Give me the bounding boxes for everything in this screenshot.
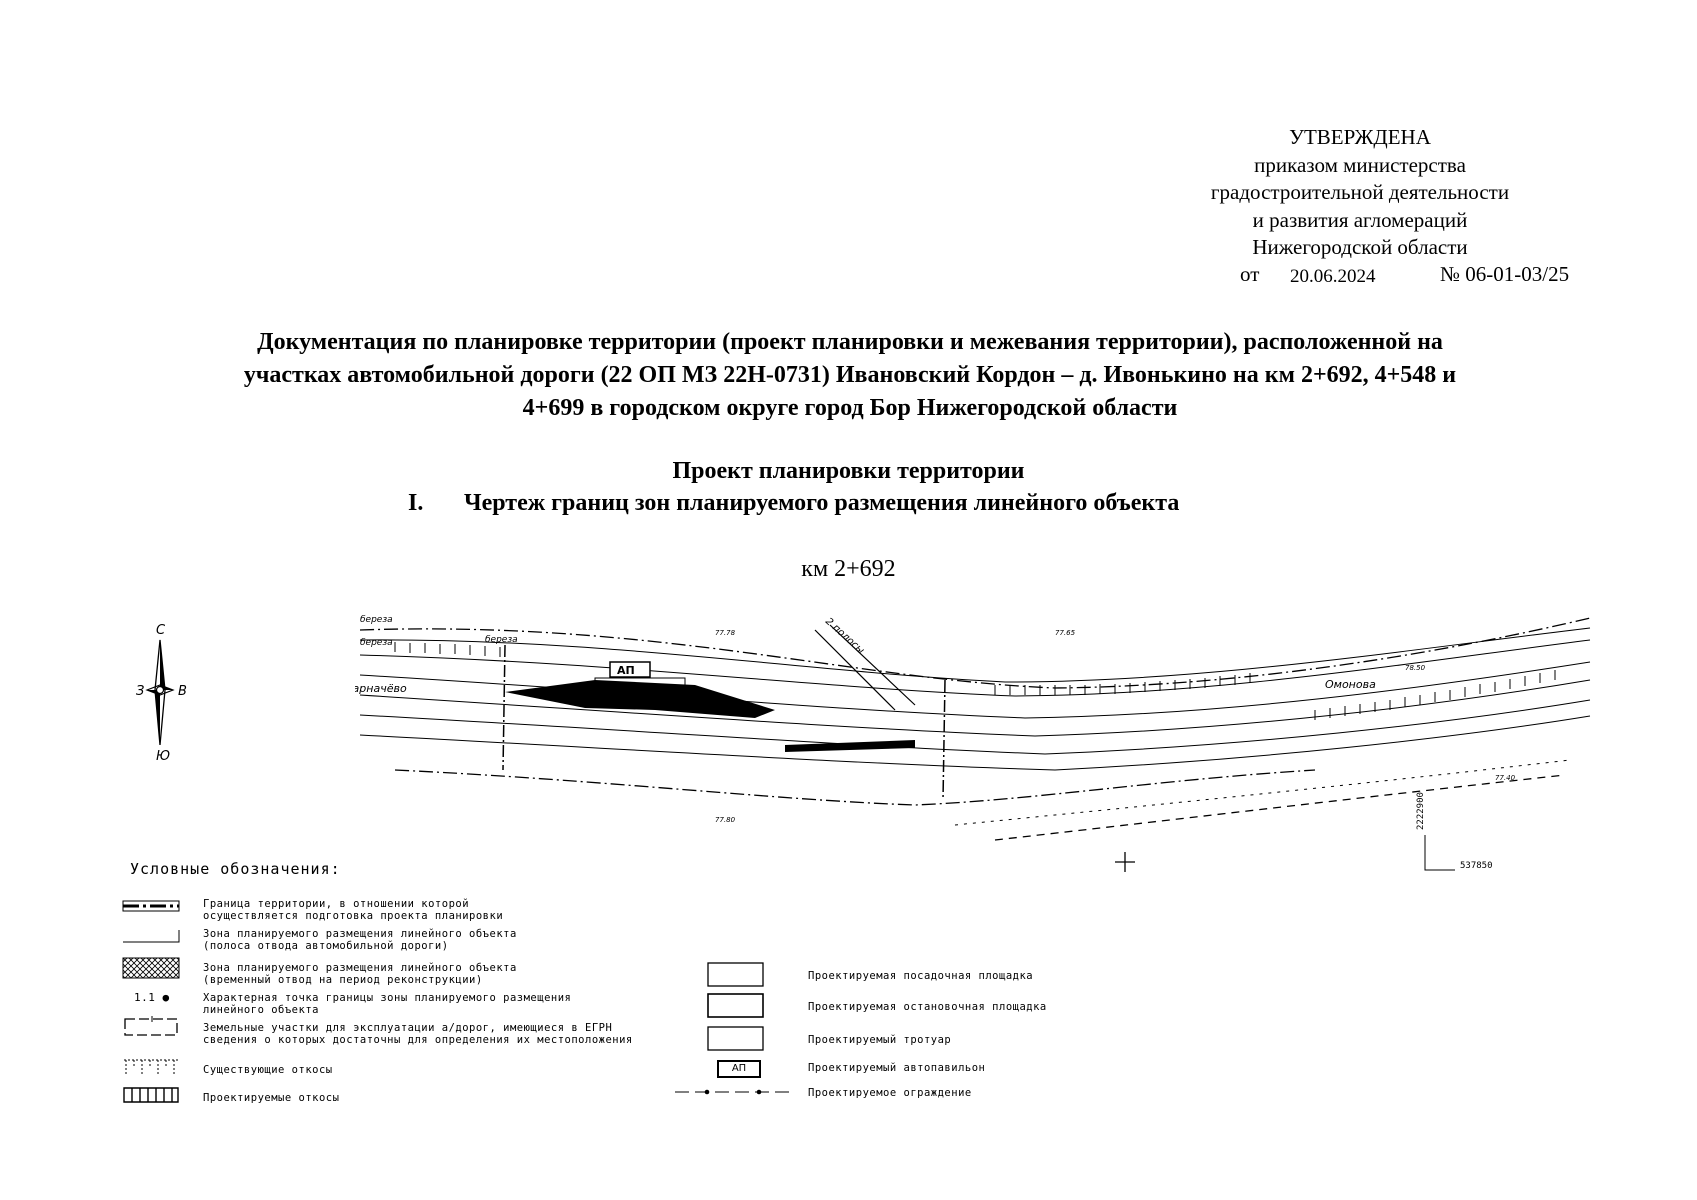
tree-label: береза: [360, 638, 393, 648]
compass-east: В: [178, 684, 187, 699]
approval-stamp: УТВЕРЖДЕНА приказом министерства градост…: [1150, 124, 1570, 287]
legend-item: Проектируемая остановочная площадка: [808, 1001, 1047, 1013]
temporary-zone-symbol: [122, 957, 180, 979]
legend-item: Зона планируемого размещения линейного о…: [203, 962, 517, 986]
compass-north: С: [156, 623, 166, 638]
approval-line: градостроительной деятельности: [1210, 180, 1510, 204]
elevation-label: 77.65: [1055, 629, 1076, 637]
tree-label: береза: [485, 635, 518, 645]
subtitle: Проект планировки территории: [672, 458, 1025, 484]
zone-symbol: [123, 930, 180, 943]
compass-west: З: [136, 684, 144, 699]
document-title: Документация по планировке территории (п…: [120, 326, 1580, 425]
order-date: 20.06.2024: [1290, 266, 1376, 287]
legend-item: Характерная точка границы зоны планируем…: [203, 992, 572, 1016]
legend-item: Земельные участки для эксплуатации а/дор…: [203, 1022, 633, 1046]
legend-item: Проектируемая посадочная площадка: [808, 970, 1034, 982]
fence-symbol: [675, 1089, 793, 1095]
projected-slope-symbol: [123, 1087, 179, 1103]
lane-label: 2 полосы: [823, 616, 866, 656]
legend-item: Проектируемое ограждение: [808, 1087, 972, 1099]
legend-title: Условные обозначения:: [130, 860, 341, 878]
village-right-label: Омонова: [1325, 678, 1376, 691]
section-text: Чертеж границ зон планируемого размещени…: [464, 490, 1180, 516]
title-line: участках автомобильной дороги (22 ОП МЗ …: [243, 362, 1457, 388]
approval-line: Нижегородской области: [1252, 235, 1468, 259]
pavilion-symbol: АП: [717, 1060, 761, 1078]
site-plan-drawing: АП Варначёво Омонова береза береза берез…: [355, 615, 1591, 872]
sidewalk-symbol: [707, 1026, 764, 1051]
coord-x-label: 537850: [1460, 861, 1493, 871]
boundary-symbol: [122, 900, 180, 912]
tree-label: береза: [360, 615, 393, 625]
coord-y-label: 2222900: [1416, 792, 1426, 830]
compass-rose-icon: С З В Ю: [136, 623, 187, 764]
legend-item: Существующие откосы: [203, 1064, 333, 1076]
approval-heading: УТВЕРЖДЕНА: [1289, 125, 1431, 149]
boarding-platform-symbol: [707, 962, 764, 987]
legend-item: Проектируемый автопавильон: [808, 1062, 986, 1074]
parcel-symbol: [124, 1016, 178, 1036]
legend-item: Проектируемые откосы: [203, 1092, 340, 1104]
elevation-label: 78.50: [1405, 664, 1426, 672]
section-number: I.: [408, 490, 424, 516]
order-number: № 06-01-03/25: [1440, 262, 1570, 286]
stop-platform-symbol: [707, 993, 764, 1018]
approval-line: и развития агломераций: [1252, 207, 1468, 232]
existing-slope-symbol: [124, 1059, 178, 1074]
order-from-label: от: [1240, 262, 1260, 286]
elevation-label: 77.40: [1495, 774, 1516, 782]
legend-item: Зона планируемого размещения линейного о…: [203, 928, 517, 952]
legend-item: Проектируемый тротуар: [808, 1034, 952, 1046]
elevation-label: 77.80: [715, 816, 736, 824]
pavilion-label: АП: [617, 664, 635, 677]
compass-south: Ю: [156, 749, 170, 764]
title-line: Документация по планировке территории (п…: [257, 329, 1443, 355]
title-line: 4+699 в городском округе город Бор Нижег…: [522, 395, 1178, 421]
elevation-label: 77.78: [715, 629, 736, 637]
elevation-label: 78.60: [555, 694, 576, 702]
village-left-label: Варначёво: [355, 682, 407, 695]
point-symbol: 1.1 ●: [134, 991, 170, 1004]
km-label: км 2+692: [801, 556, 896, 582]
approval-line: приказом министерства: [1254, 152, 1466, 177]
